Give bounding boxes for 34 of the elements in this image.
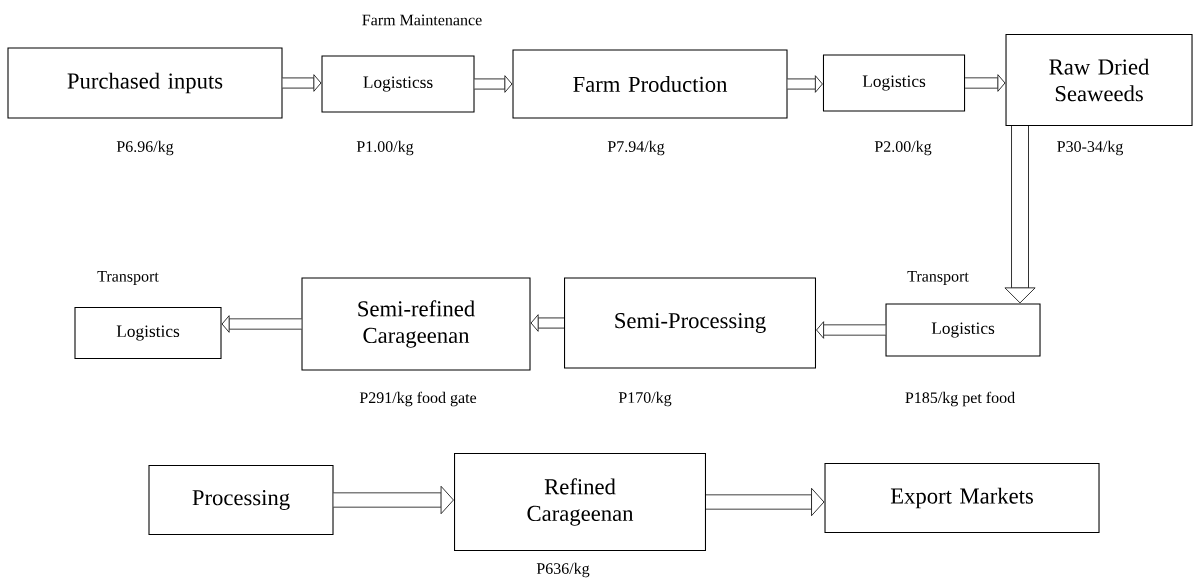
block-arrow — [1004, 126, 1036, 304]
price-label: P30-34/kg — [1057, 140, 1124, 156]
block-arrow — [706, 487, 825, 517]
process-box: Logisticss — [321, 55, 475, 113]
block-arrow — [530, 314, 564, 332]
price-label: P7.94/kg — [607, 140, 665, 156]
price-label: P2.00/kg — [874, 140, 932, 156]
process-box: Purchased inputs — [7, 47, 283, 119]
price-label: P185/kg pet food — [905, 391, 1015, 407]
price-label: P6.96/kg — [116, 140, 174, 156]
process-box: Processing — [148, 464, 334, 536]
block-arrow — [282, 74, 322, 92]
process-box: Logistics — [885, 303, 1041, 357]
price-label: Farm Maintenance — [362, 14, 482, 26]
block-arrow — [333, 485, 454, 515]
price-label: Transport — [907, 271, 969, 285]
process-box: Logistics — [822, 54, 966, 112]
process-box: Logistics — [74, 307, 222, 359]
price-label: P170/kg — [618, 391, 672, 407]
block-arrow — [474, 75, 513, 93]
process-box: Refined Carageenan — [454, 452, 706, 552]
process-box: Semi-Processing — [564, 277, 816, 369]
block-arrow — [221, 315, 302, 333]
price-label: P291/kg food gate — [359, 391, 477, 407]
block-arrow — [787, 75, 823, 93]
process-box: Semi-refined Carageenan — [301, 277, 531, 371]
process-box: Raw Dried Seaweeds — [1005, 34, 1193, 126]
block-arrow — [965, 74, 1006, 92]
process-box: Farm Production — [512, 49, 788, 119]
price-label: Transport — [97, 271, 159, 285]
process-box: Export Markets — [824, 462, 1100, 534]
price-label: P636/kg — [536, 562, 590, 578]
block-arrow — [816, 321, 886, 339]
price-label: P1.00/kg — [356, 140, 414, 156]
